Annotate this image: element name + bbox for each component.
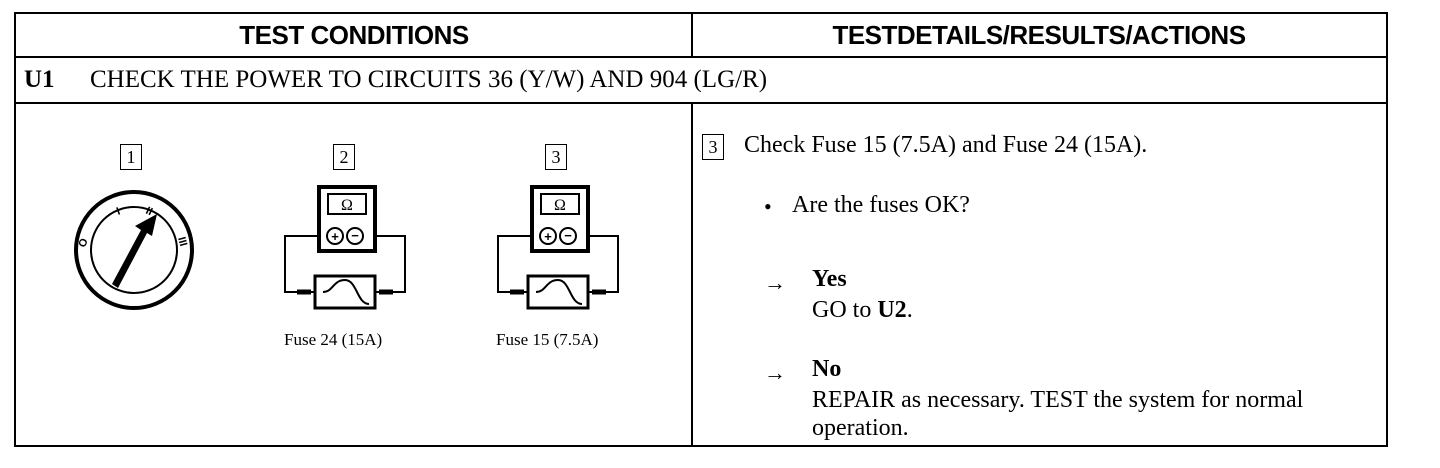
arrow-yes-icon: → — [764, 270, 786, 295]
caption-fuse-15: Fuse 15 (7.5A) — [496, 330, 599, 349]
bullet: • — [764, 194, 772, 219]
yes-suffix: . — [906, 297, 913, 323]
pos-1-label: I — [115, 205, 122, 217]
answer-yes-action: GO to U2. — [812, 296, 1362, 324]
column-divider — [691, 14, 693, 56]
svg-text:+: + — [331, 229, 339, 244]
details-callout-3: 3 — [702, 134, 724, 160]
svg-text:+: + — [544, 229, 552, 244]
step-title: CHECK THE POWER TO CIRCUITS 36 (Y/W) AND… — [90, 66, 768, 93]
step-divider — [16, 102, 1386, 104]
pos-2-label: II — [144, 205, 155, 218]
header-test-conditions: TEST CONDITIONS — [239, 19, 469, 50]
answer-yes-label: Yes — [812, 266, 847, 292]
header-divider — [16, 56, 1386, 58]
svg-text:Ω: Ω — [341, 197, 353, 214]
yes-prefix: GO to — [812, 297, 878, 323]
caption-fuse-24: Fuse 24 (15A) — [284, 330, 383, 349]
ohmmeter-fuse24-icon: Ω + − — [284, 185, 406, 310]
step-id: U1 — [24, 66, 55, 93]
ohmmeter-fuse15-icon: Ω + − — [497, 185, 619, 310]
answer-no-label: No — [812, 356, 842, 382]
pos-3-label: III — [175, 236, 189, 248]
yes-target-step: U2 — [877, 297, 907, 323]
answer-no-action: REPAIR as necessary. TEST the system for… — [812, 387, 1304, 441]
callout-3: 3 — [545, 144, 567, 170]
test-table: TEST CONDITIONS TESTDETAILS/RESULTS/ACTI… — [14, 12, 1388, 447]
ignition-switch-icon: O I II III — [74, 190, 194, 310]
svg-text:−: − — [564, 228, 572, 243]
check-instruction: Check Fuse 15 (7.5A) and Fuse 24 (15A). — [744, 132, 1148, 158]
question: Are the fuses OK? — [792, 192, 970, 218]
header-test-details: TESTDETAILS/RESULTS/ACTIONS — [832, 19, 1246, 50]
svg-text:Ω: Ω — [554, 197, 566, 214]
body-column-divider — [691, 104, 693, 447]
step-row: U1 CHECK THE POWER TO CIRCUITS 36 (Y/W) … — [16, 58, 1386, 102]
callout-2: 2 — [333, 144, 355, 170]
arrow-no-icon: → — [764, 360, 786, 385]
svg-text:−: − — [351, 228, 359, 243]
callout-1: 1 — [120, 144, 142, 170]
